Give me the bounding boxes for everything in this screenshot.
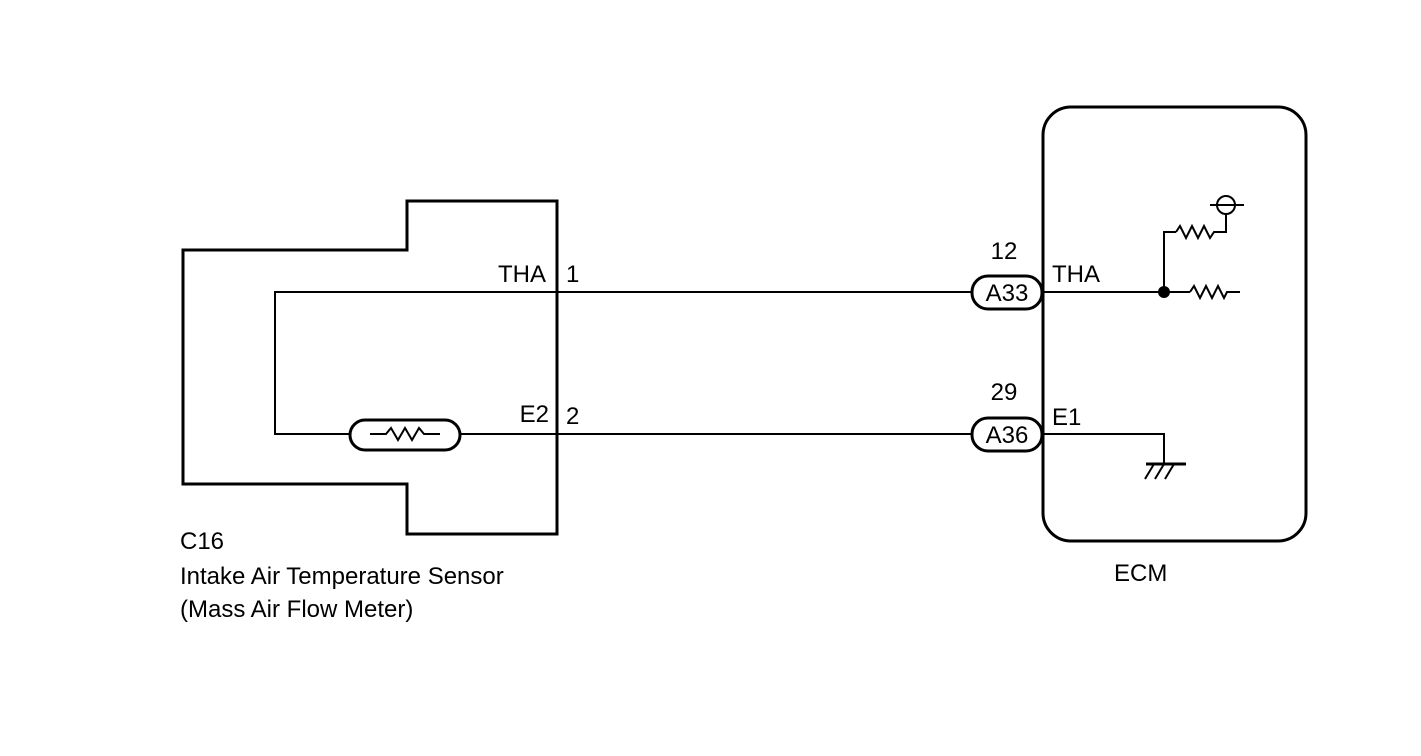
- ecm-pin-e1-signal: E1: [1052, 404, 1081, 431]
- sensor-housing: [181, 199, 559, 536]
- sensor-pin-1-number: 1: [566, 261, 579, 288]
- ecm-pin-29-number: 29: [991, 379, 1018, 406]
- voltage-source-icon: [1210, 195, 1244, 215]
- ground-icon: [1144, 462, 1186, 480]
- connector-a33: A33: [970, 274, 1044, 311]
- sensor-pin-2-signal: E2: [520, 401, 549, 428]
- thermistor-symbol: [348, 418, 462, 452]
- connector-a33-label: A33: [986, 280, 1029, 307]
- ecm-box: [1041, 105, 1308, 543]
- sensor-code: C16: [180, 528, 224, 555]
- sensor-pin-1-signal: THA: [498, 261, 546, 288]
- resistor-symbol: [1189, 283, 1240, 301]
- sensor-internal-wire: [274, 291, 557, 435]
- ecm-pin-tha-signal: THA: [1052, 261, 1100, 288]
- ecm-label: ECM: [1114, 560, 1167, 587]
- pullup-resistor-symbol: [1175, 214, 1227, 241]
- connector-a36-label: A36: [986, 422, 1029, 449]
- ecm-pin-12-number: 12: [991, 238, 1018, 265]
- ecm-tha-circuit: [1042, 195, 1244, 301]
- sensor-pin-2-number: 2: [566, 403, 579, 430]
- sensor-name: Intake Air Temperature Sensor: [180, 563, 504, 590]
- ecm-e1-circuit: [1042, 433, 1186, 480]
- sensor-subname: (Mass Air Flow Meter): [180, 596, 413, 623]
- connector-a36: A36: [970, 416, 1044, 453]
